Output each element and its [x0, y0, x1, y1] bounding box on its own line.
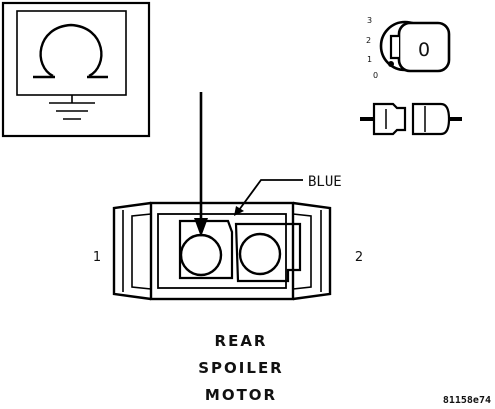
ground-icon: [49, 95, 95, 120]
ohmmeter-symbol: [1, 1, 151, 138]
terminal-2-housing: [234, 222, 302, 283]
ohm-icon: [33, 23, 108, 79]
motor-connector-face: [112, 201, 332, 301]
connector-half-left: [372, 102, 407, 136]
probe-arrow: [194, 92, 208, 237]
pin-1-label: 1: [93, 250, 101, 265]
component-name: REAR SPOILER MOTOR: [198, 332, 283, 404]
connector-half-right: [411, 102, 451, 136]
component-name-line-1: REAR: [215, 332, 268, 350]
component-name-line-2: SPOILER: [198, 359, 283, 377]
ignition-position-0: 0: [373, 71, 378, 80]
ignition-position-2: 2: [366, 36, 371, 45]
connector-latch-right: [292, 201, 332, 301]
key-shoulder: [389, 34, 399, 60]
terminal-1-housing: [178, 219, 234, 280]
figure-id: 81158e74: [443, 395, 491, 406]
disconnected-connector-icon: [360, 102, 462, 136]
ignition-position-3: 3: [367, 16, 372, 25]
ignition-position-dot: [388, 61, 394, 67]
ignition-switch-icon: 3 2 1 0 0: [366, 16, 451, 80]
wire-color-label: BLUE: [308, 174, 342, 190]
pin-2-label: 2: [355, 250, 363, 265]
component-name-line-3: MOTOR: [205, 386, 277, 404]
wire-color-leader: [234, 179, 303, 216]
connector-body-inner: [157, 213, 287, 289]
connector-latch-right-inner: [292, 213, 312, 290]
key-position-label: 0: [418, 39, 430, 61]
connector-latch-left-inner: [131, 213, 152, 290]
meter-display: [16, 10, 127, 96]
connector-latch-left: [112, 201, 152, 301]
terminal-2-cavity: [238, 232, 282, 276]
ignition-position-1: 1: [367, 55, 372, 64]
connector-body: [149, 201, 295, 301]
